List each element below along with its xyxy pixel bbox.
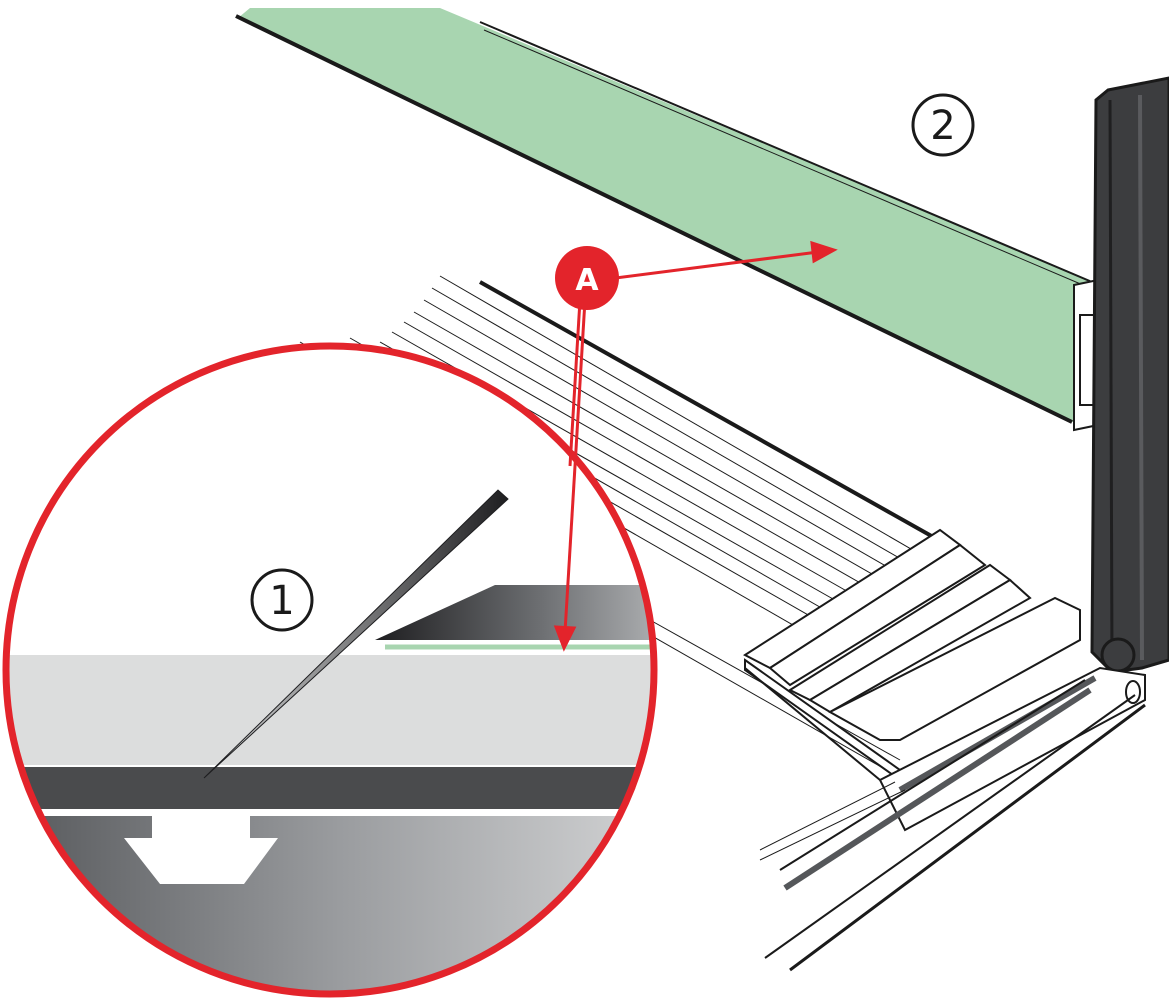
dark-strip [6,765,654,809]
panel-bottom-edge [235,14,1073,424]
callout-arrows [553,240,838,652]
blade-piece [375,585,654,640]
callout-step-2: 2 [911,93,975,157]
rail-profile [743,528,1081,782]
frame-post [1090,76,1169,674]
zoom-detail [2,342,658,998]
arrow-head-panel [810,240,838,264]
callout-step-1: 1 [250,568,314,632]
arrow-head-sliver [553,625,577,652]
callout-step-1-label: 1 [269,578,294,624]
floor-surface [6,655,654,765]
main-scene [235,8,1169,972]
cutter-knife-icon [203,489,509,779]
track-profile [6,816,654,994]
callout-part-a-label: A [575,263,599,298]
panel-clip-tab [1079,314,1095,406]
green-panel [238,8,1090,422]
panel-top-edge-2 [483,29,1091,289]
zoom-ring [2,342,658,998]
callout-step-2-label: 2 [930,103,955,149]
decking-edge [479,280,936,540]
rail-base-line [744,667,881,781]
callout-part-a: A [555,246,619,310]
bottom-sill [759,666,1146,972]
panel-top-edge [479,21,1093,283]
